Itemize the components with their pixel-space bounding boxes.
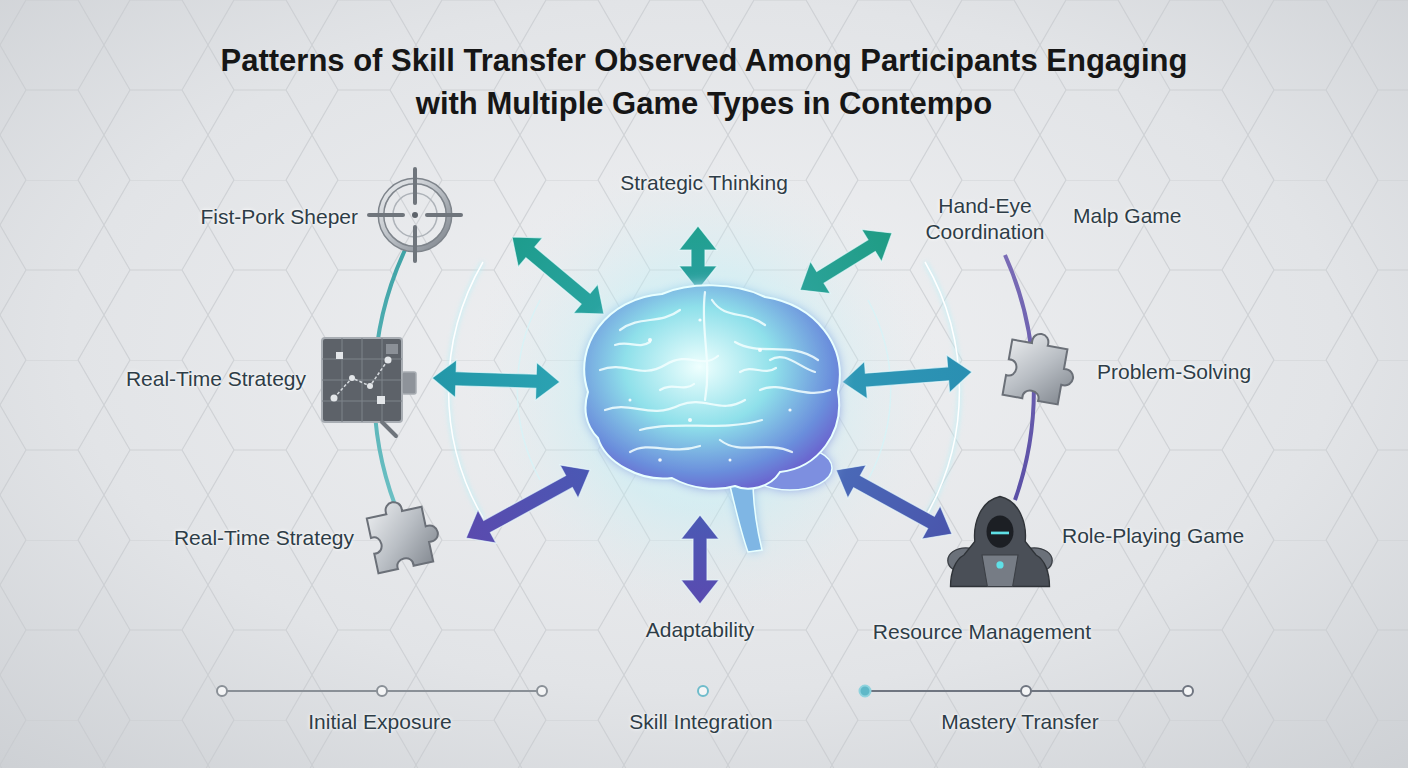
glow-ring xyxy=(925,262,959,518)
brain-folds xyxy=(600,292,830,452)
double-arrow xyxy=(681,515,719,604)
brain-illustration xyxy=(584,285,840,552)
double-arrow xyxy=(512,237,604,314)
stage-label: Initial Exposure xyxy=(308,709,452,735)
stage-label: Mastery Transfer xyxy=(941,709,1099,735)
orbit-rings xyxy=(374,250,1034,518)
knight-icon xyxy=(948,497,1052,587)
skill-label: Strategic Thinking xyxy=(620,170,788,196)
arrow-group xyxy=(432,226,972,604)
puzzle-icon xyxy=(365,494,444,573)
game-type-label: Role-Playing Game xyxy=(1062,523,1244,549)
double-arrow xyxy=(432,360,560,400)
game-type-label: Real-Time Strategy xyxy=(174,525,354,551)
game-type-label: Fist-Pork Sheper xyxy=(200,204,358,230)
brain-outline xyxy=(584,285,840,488)
game-type-label: Real-Time Strategy xyxy=(126,366,306,392)
double-arrow xyxy=(842,355,972,399)
timeline xyxy=(217,686,1193,697)
diagram-title: Patterns of Skill Transfer Observed Amon… xyxy=(204,39,1204,125)
double-arrow xyxy=(466,465,590,543)
puzzle-icon xyxy=(1003,329,1080,406)
brain-sparkles xyxy=(629,318,792,461)
glow-ring xyxy=(868,300,891,480)
strategy-map-icon xyxy=(322,338,416,436)
glow-ring xyxy=(925,262,959,518)
double-arrow xyxy=(836,465,952,539)
crosshair-icon xyxy=(369,169,461,261)
skill-label: Problem-Solving xyxy=(1097,359,1251,385)
skill-label: Hand-Eye Coordination xyxy=(910,193,1060,245)
title-area: Patterns of Skill Transfer Observed Amon… xyxy=(0,39,1408,125)
double-arrow xyxy=(679,226,717,290)
skill-label: Adaptability xyxy=(646,617,755,643)
double-arrow xyxy=(800,229,892,293)
game-type-label: Malp Game xyxy=(1073,203,1182,229)
stage-label: Skill Integration xyxy=(629,709,773,735)
skill-label: Resource Management xyxy=(873,619,1091,645)
